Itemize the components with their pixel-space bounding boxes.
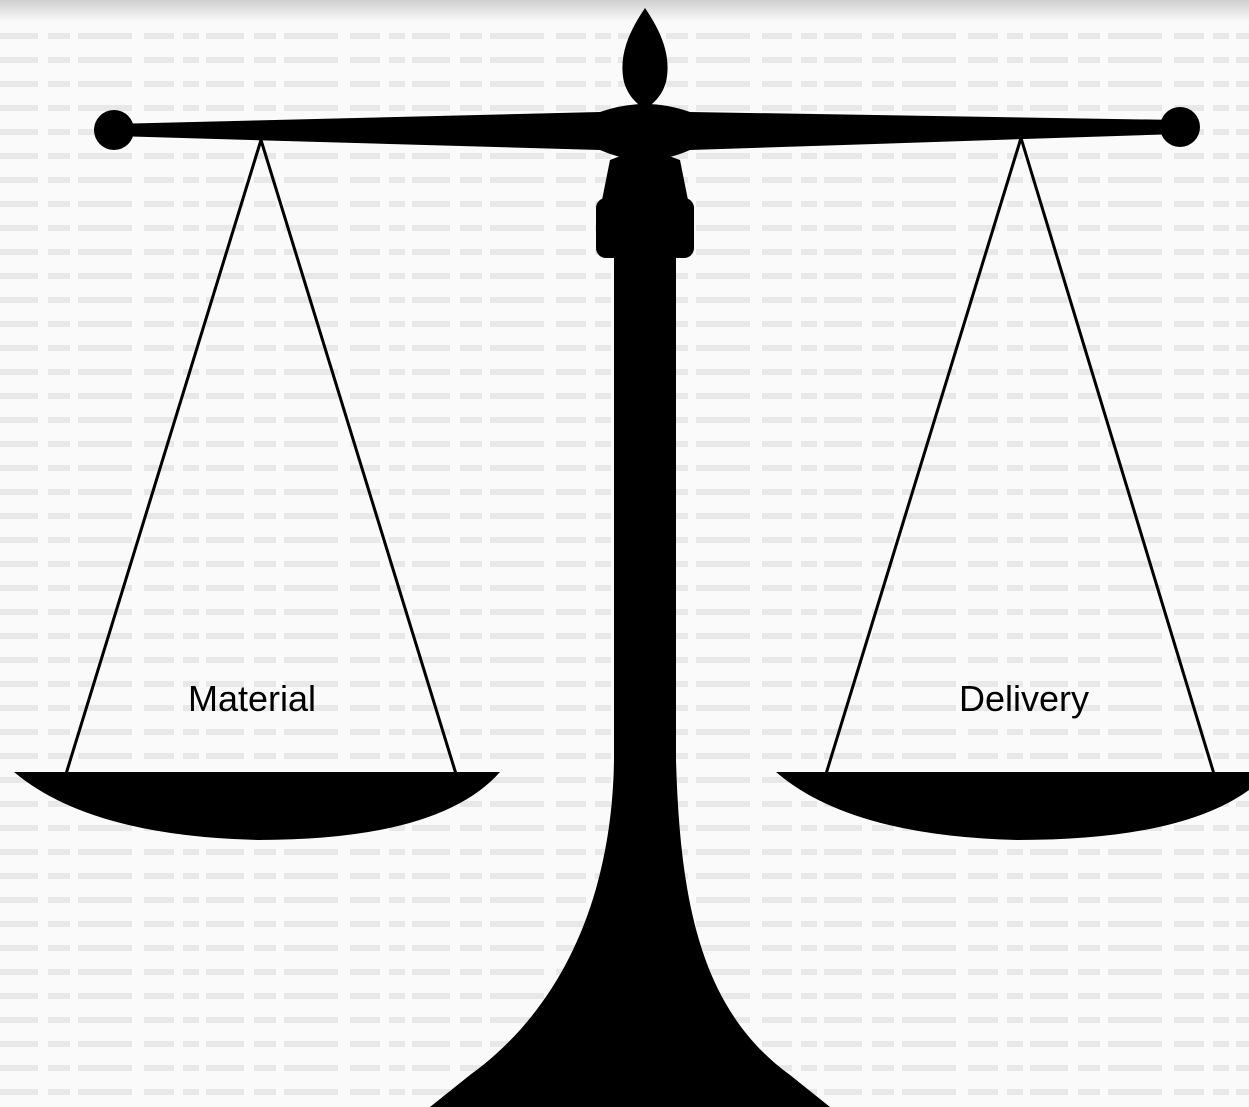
collar-top — [602, 153, 688, 201]
right-pan-label: Delivery — [959, 679, 1089, 719]
left-pan-label: Material — [188, 679, 316, 719]
beam-right-knob — [1160, 107, 1200, 147]
collar-block — [596, 198, 694, 258]
beam-left-knob — [94, 110, 134, 150]
top-band — [0, 0, 1249, 22]
